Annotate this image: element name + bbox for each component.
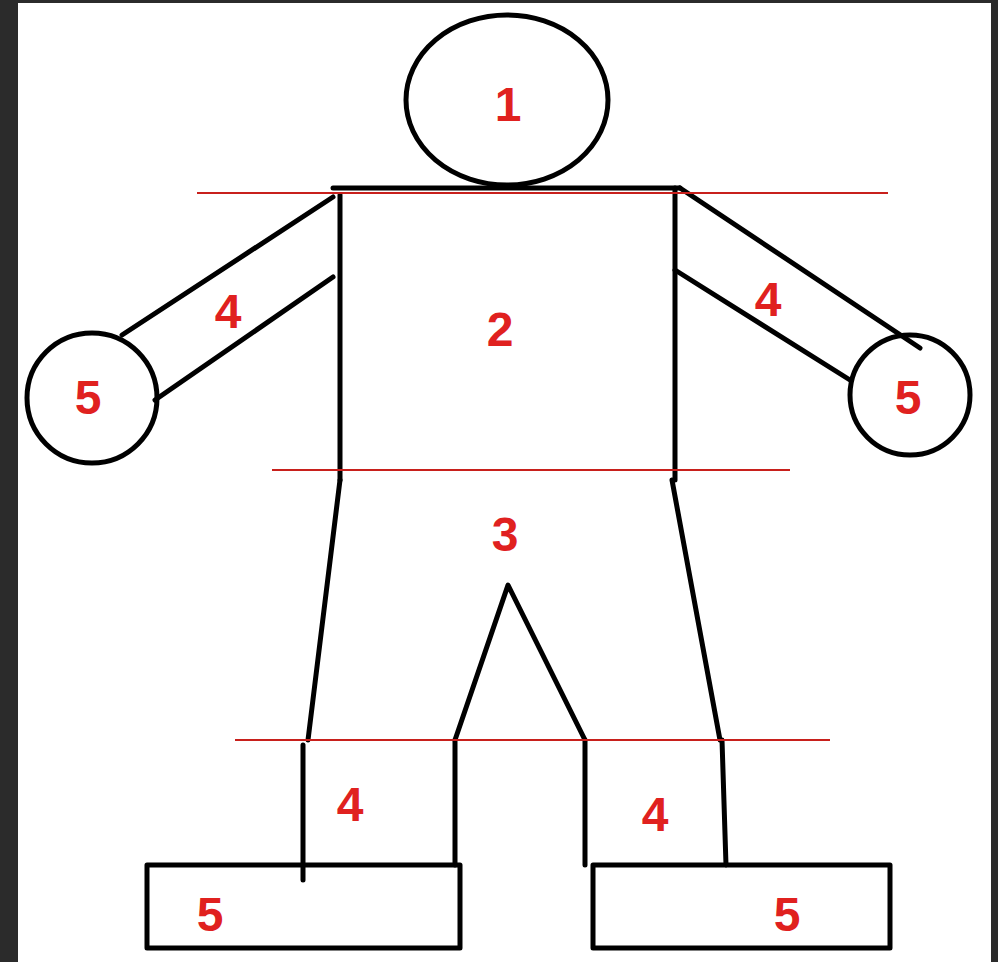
leg-line xyxy=(583,740,588,865)
zone-divider xyxy=(272,469,790,471)
callout-number: 5 xyxy=(774,891,801,939)
arm-line xyxy=(675,270,850,380)
callout-number: 5 xyxy=(75,374,102,422)
shoulder-line xyxy=(333,186,680,191)
callout-number: 4 xyxy=(215,288,242,336)
zone-divider xyxy=(197,192,888,194)
torso-line xyxy=(673,188,678,480)
callout-number: 5 xyxy=(197,891,224,939)
zone-divider xyxy=(235,739,830,741)
callout-number: 4 xyxy=(642,791,669,839)
frame-edge xyxy=(0,0,998,3)
callout-number: 5 xyxy=(895,374,922,422)
callout-number: 1 xyxy=(495,81,522,129)
frame-edge xyxy=(991,0,998,962)
frame-edge xyxy=(0,0,18,962)
arm-line xyxy=(155,277,333,400)
leg-line xyxy=(722,740,726,865)
arm-line xyxy=(680,188,920,348)
leg-line xyxy=(453,740,458,865)
hip-line xyxy=(308,480,340,740)
callout-number: 2 xyxy=(487,306,514,354)
torso-line xyxy=(338,195,343,480)
leg-line xyxy=(301,745,306,880)
crotch-line xyxy=(455,585,585,740)
arm-line xyxy=(122,197,333,335)
hand-outline xyxy=(850,335,970,455)
foot-outline xyxy=(593,865,890,948)
callout-number: 4 xyxy=(337,781,364,829)
foot-outline xyxy=(147,865,460,948)
callout-number: 4 xyxy=(755,276,782,324)
head-outline xyxy=(406,15,608,185)
hip-line xyxy=(672,480,720,740)
hand-outline xyxy=(27,333,157,463)
callout-number: 3 xyxy=(492,511,519,559)
